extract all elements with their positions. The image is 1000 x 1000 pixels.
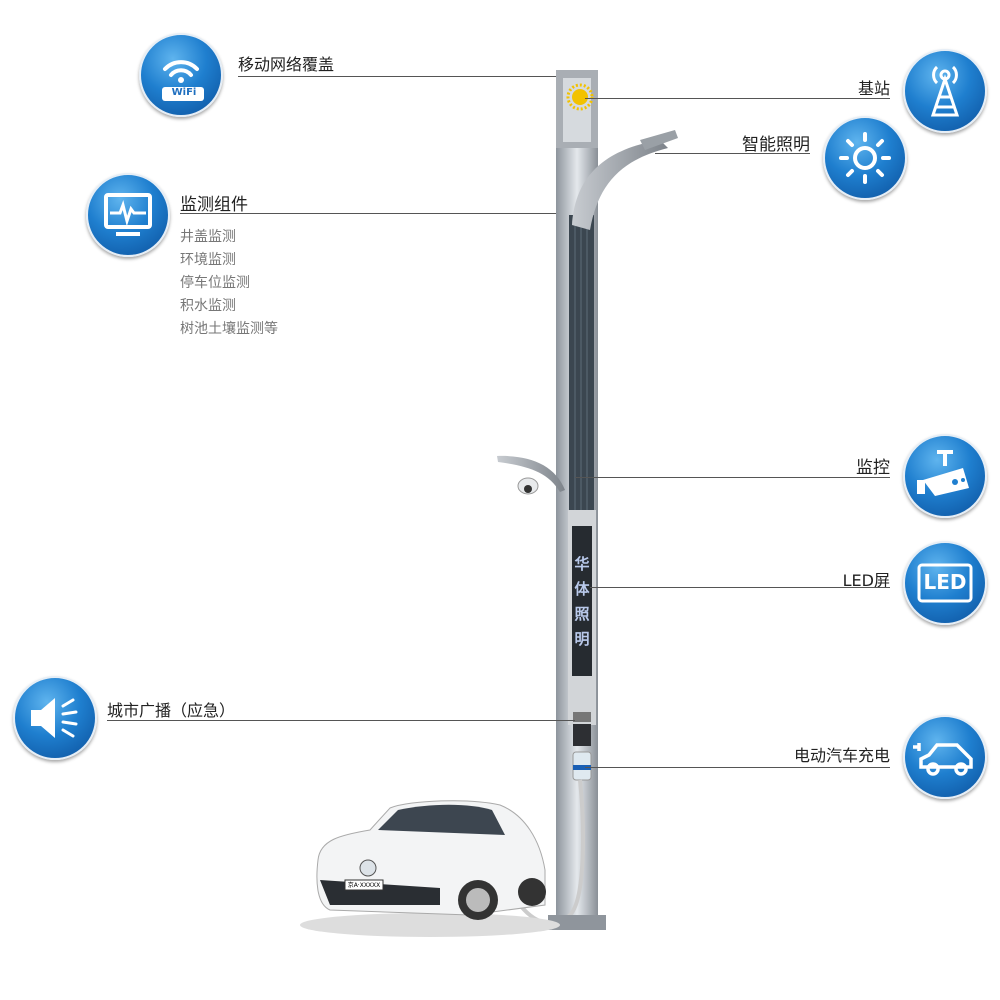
camera-icon	[903, 434, 987, 518]
wifi-badge-text: WiFi	[171, 87, 197, 98]
led-icon: LED	[903, 541, 987, 625]
leader-line	[575, 477, 890, 478]
lamp-arm	[572, 140, 668, 230]
feature-label-base-station: 基站	[857, 79, 890, 98]
feature-label-led-screen: LED屏	[842, 571, 890, 590]
monitor-icon	[86, 173, 170, 257]
feature-label-surveillance: 监控	[856, 458, 890, 478]
feature-label-mobile-network: 移动网络覆盖	[238, 55, 335, 74]
leader-line	[180, 213, 556, 214]
feature-label-broadcast: 城市广播（应急）	[107, 701, 236, 720]
leader-line	[107, 720, 575, 721]
leader-line	[590, 587, 890, 588]
speaker-icon	[13, 676, 97, 760]
monitoring-sub-item: 环境监测	[180, 252, 236, 268]
solar-sun-icon	[566, 83, 594, 111]
led-char: 照	[574, 605, 590, 623]
led-char: 体	[574, 580, 590, 598]
sun-icon	[823, 116, 907, 200]
monitoring-sub-item: 停车位监测	[180, 275, 250, 291]
led-char: 明	[574, 630, 590, 648]
leader-line	[655, 153, 810, 154]
monitoring-sub-item: 积水监测	[180, 298, 236, 314]
led-badge-text: LED	[923, 570, 967, 594]
monitoring-sub-item: 树池土壤监测等	[180, 321, 278, 337]
control-panel	[573, 724, 591, 746]
leader-line	[238, 76, 556, 77]
wifi-icon: WiFi	[139, 33, 223, 117]
tower-icon	[903, 49, 987, 133]
monitoring-sub-item: 井盖监测	[180, 229, 236, 245]
car-charge-icon	[903, 715, 987, 799]
led-screen	[572, 526, 592, 676]
leader-line	[585, 98, 890, 99]
feature-label-smart-lighting: 智能照明	[742, 135, 810, 155]
camera-arm	[497, 455, 565, 492]
car-illustration	[300, 800, 560, 937]
led-char: 华	[574, 555, 590, 573]
feature-label-monitoring: 监测组件	[180, 195, 248, 215]
led-screen-text: 华 体 照 明	[572, 552, 592, 652]
license-plate: 京A·XXXXX	[347, 882, 381, 889]
feature-label-ev-charging: 电动汽车充电	[793, 746, 890, 765]
leader-line	[585, 767, 890, 768]
